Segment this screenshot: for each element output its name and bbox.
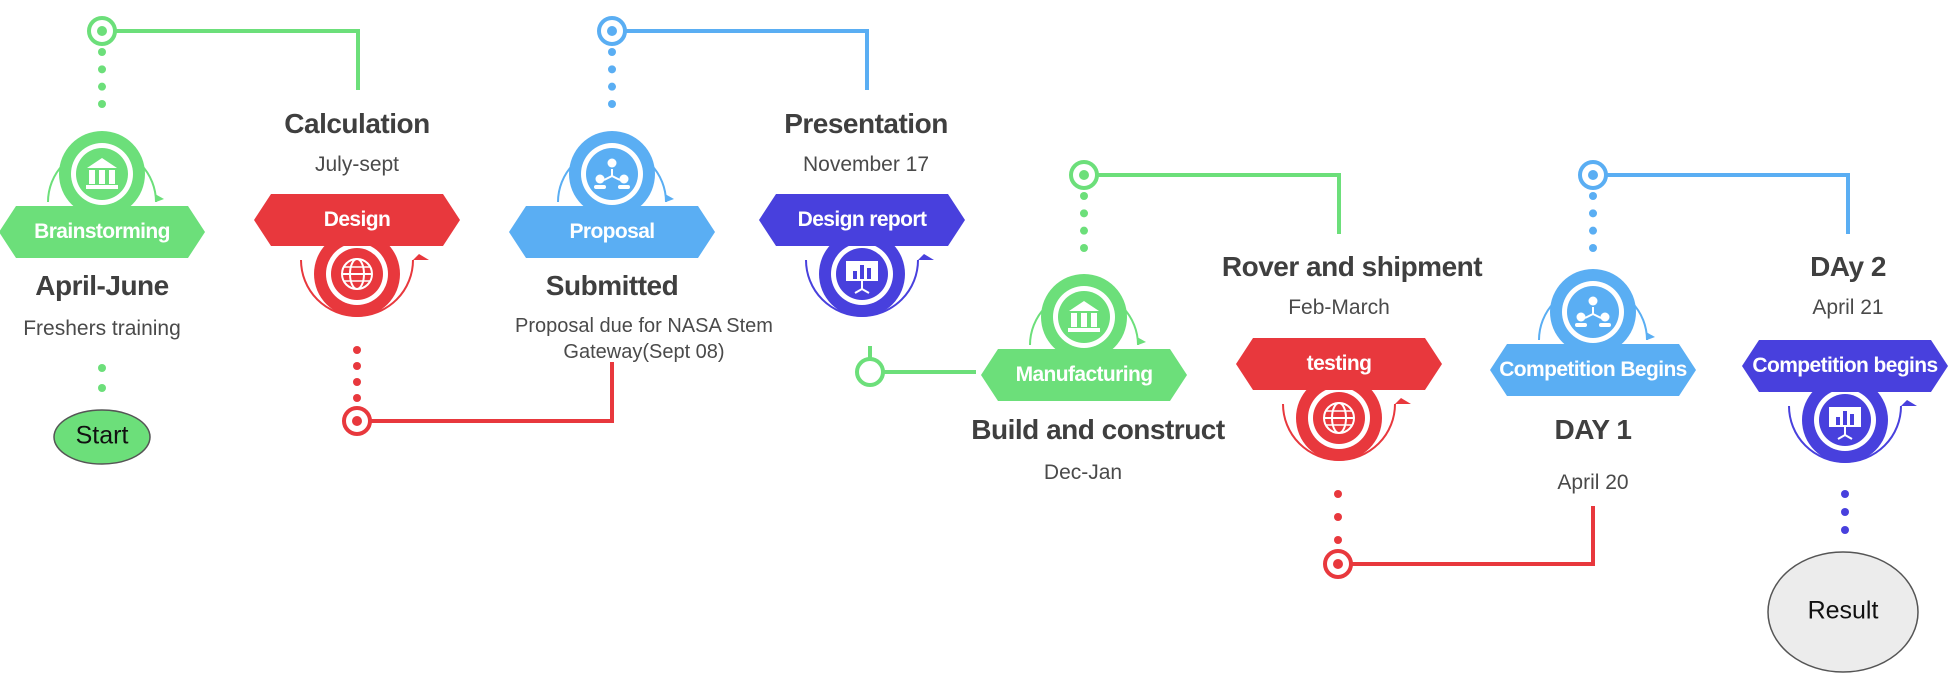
step-6-title: Rover and shipment [1221, 251, 1483, 282]
step-5-badge-label: Manufacturing [1015, 363, 1153, 386]
step-3-subtitle: Proposal due for NASA Stem Gateway(Sept … [515, 315, 773, 363]
step-1-node [0, 131, 205, 258]
connector-line [612, 29, 869, 90]
hexagon-badge [1490, 344, 1696, 396]
step-7-node [1490, 269, 1696, 396]
hexagon-badge [509, 206, 715, 258]
hexagon-badge [1236, 338, 1442, 390]
result-label: Result [1807, 596, 1879, 625]
dotted-connector [1080, 192, 1088, 252]
result-terminal [1767, 551, 1919, 673]
presentation-icon [846, 261, 878, 294]
arrow-head [1646, 332, 1655, 340]
start-label: Start [75, 421, 129, 450]
step-4-title: Presentation [784, 108, 948, 139]
connector-pin [1323, 549, 1353, 579]
step-3-title: Submitted [545, 270, 679, 301]
connector-pin [597, 16, 627, 46]
step-7-badge-label: Competition Begins [1499, 358, 1687, 381]
step-2-subtitle: July-sept [314, 153, 400, 176]
connector-pin [855, 357, 885, 387]
step-3-node [509, 131, 715, 258]
arrow-head [413, 254, 429, 260]
connector-pin [342, 406, 372, 436]
step-5-node [981, 274, 1187, 401]
step-2-badge-label: Design [323, 208, 391, 231]
connector-line [1084, 173, 1341, 234]
step-3-badge-label: Proposal [569, 220, 655, 243]
step-4-badge-label: Design report [797, 208, 927, 231]
dotted-connector [608, 48, 616, 108]
connector-line [1338, 506, 1595, 566]
step-5-subtitle: Dec-Jan [1043, 461, 1123, 484]
hexagon-badge [0, 206, 205, 258]
step-6-badge-label: testing [1306, 352, 1372, 375]
connector-pin [1578, 160, 1608, 190]
step-6-subtitle: Feb-March [1288, 296, 1390, 319]
connector-line [102, 29, 360, 90]
step-6-node [1236, 338, 1442, 461]
step-1-subtitle: Freshers training [23, 317, 181, 340]
hexagon-badge [254, 194, 460, 246]
arrow-head [918, 254, 934, 260]
step-4-node [759, 194, 965, 317]
dotted-connector [1589, 192, 1597, 252]
connector-pin [87, 16, 117, 46]
globe-icon [1323, 402, 1355, 434]
step-1-badge-label: Brainstorming [34, 220, 170, 243]
dotted-connector [1841, 490, 1849, 534]
dotted-connector [1334, 490, 1342, 544]
hexagon-badge [981, 349, 1187, 401]
step-8-subtitle: April 21 [1812, 296, 1884, 319]
bank-icon [1068, 301, 1100, 332]
step-5-title: Build and construct [971, 414, 1225, 445]
hexagon-badge [1742, 340, 1948, 392]
dotted-connector [98, 364, 106, 392]
arrow-head [155, 194, 164, 202]
connector-pin [1069, 160, 1099, 190]
step-7-title: DAY 1 [1554, 414, 1632, 445]
dotted-connector [353, 346, 361, 402]
arrow-head [1395, 398, 1411, 404]
step-8-title: DAy 2 [1810, 251, 1886, 282]
team-icon [594, 158, 630, 189]
dotted-connector [98, 48, 106, 108]
globe-icon [341, 258, 373, 290]
arrow-head [665, 194, 674, 202]
start-terminal [53, 409, 151, 465]
step-1-title: April-June [35, 270, 169, 301]
bank-icon [86, 158, 118, 189]
arrow-head [1901, 400, 1917, 406]
hexagon-badge [759, 194, 965, 246]
team-icon [1575, 296, 1611, 327]
presentation-icon [1829, 407, 1861, 440]
step-4-subtitle: November 17 [802, 153, 930, 176]
step-8-badge-label: Competition begins [1752, 354, 1938, 377]
step-8-node [1742, 340, 1948, 463]
step-7-subtitle: April 20 [1557, 471, 1629, 494]
step-2-title: Calculation [284, 108, 430, 139]
connector-line [357, 362, 614, 423]
connector-line [1593, 173, 1850, 234]
step-2-node [254, 194, 460, 317]
arrow-head [1137, 337, 1146, 345]
